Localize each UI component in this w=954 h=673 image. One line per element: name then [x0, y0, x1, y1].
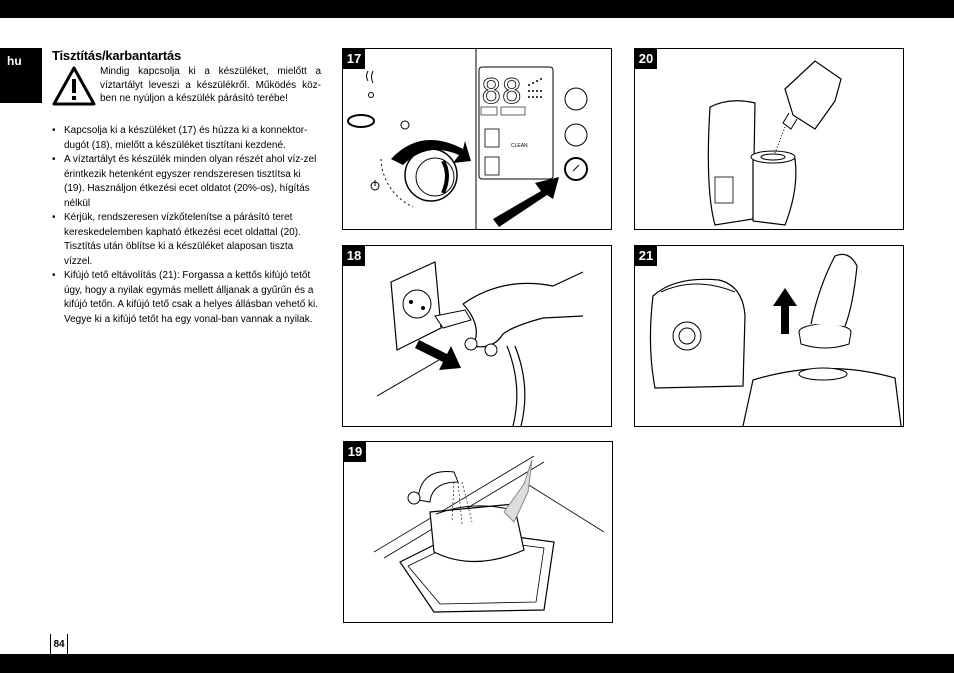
list-item: • Kifújó tető eltávolítás (21): Forgassa …	[52, 269, 322, 327]
warning-icon	[52, 66, 96, 106]
figure-17: 17 88 CLEAN	[342, 48, 612, 230]
list-item-text: Kapcsolja ki a készüléket (17) és húzza …	[64, 125, 308, 151]
page-number: 84	[50, 634, 68, 654]
figure-number: 21	[635, 246, 657, 266]
figure-18: 18	[342, 245, 612, 427]
instruction-list: • Kapcsolja ki a készüléket (17) és húzza…	[52, 124, 322, 327]
list-item-text: Kérjük, rendszeresen vízkőtelenítse a pá…	[64, 212, 301, 267]
language-tab: hu	[0, 48, 42, 103]
list-item-text: Kifújó tető eltávolítás (21): Forgassa a…	[64, 270, 319, 325]
warning-text: Mindig kapcsolja ki a készüléket, mielőt…	[100, 66, 321, 104]
bullet-symbol: •	[52, 125, 56, 136]
top-bar	[0, 0, 954, 18]
list-item: • Kapcsolja ki a készüléket (17) és húzza…	[52, 124, 322, 153]
figure-number: 19	[344, 442, 366, 462]
figure-21: 21	[634, 245, 904, 427]
figure-20: 20	[634, 48, 904, 230]
descaling-illustration	[707, 60, 842, 226]
figure-number: 17	[343, 49, 365, 69]
bullet-symbol: •	[52, 212, 56, 223]
bullet-symbol: •	[52, 270, 56, 281]
bottom-bar	[0, 654, 954, 673]
language-tab-label: hu	[7, 54, 22, 68]
switch-off-illustration: 88 CLEAN	[347, 49, 588, 229]
unplug-illustration	[376, 261, 584, 426]
display-digits: 88	[481, 72, 522, 112]
bullet-symbol: •	[52, 154, 56, 165]
figure-number: 18	[343, 246, 365, 266]
tank-cleaning-illustration	[373, 455, 605, 613]
section-heading: Tisztítás/karbantartás	[52, 48, 182, 63]
list-item-text: A víztartályt és készülék minden olyan r…	[64, 154, 317, 209]
list-item: • Kérjük, rendszeresen vízkőtelenítse a p…	[52, 211, 322, 269]
figure-19: 19	[343, 441, 613, 623]
clean-label: CLEAN	[511, 143, 528, 149]
figure-number: 20	[635, 49, 657, 69]
remove-cap-illustration	[649, 253, 902, 426]
list-item: • A víztartályt és készülék minden olyan …	[52, 153, 322, 211]
